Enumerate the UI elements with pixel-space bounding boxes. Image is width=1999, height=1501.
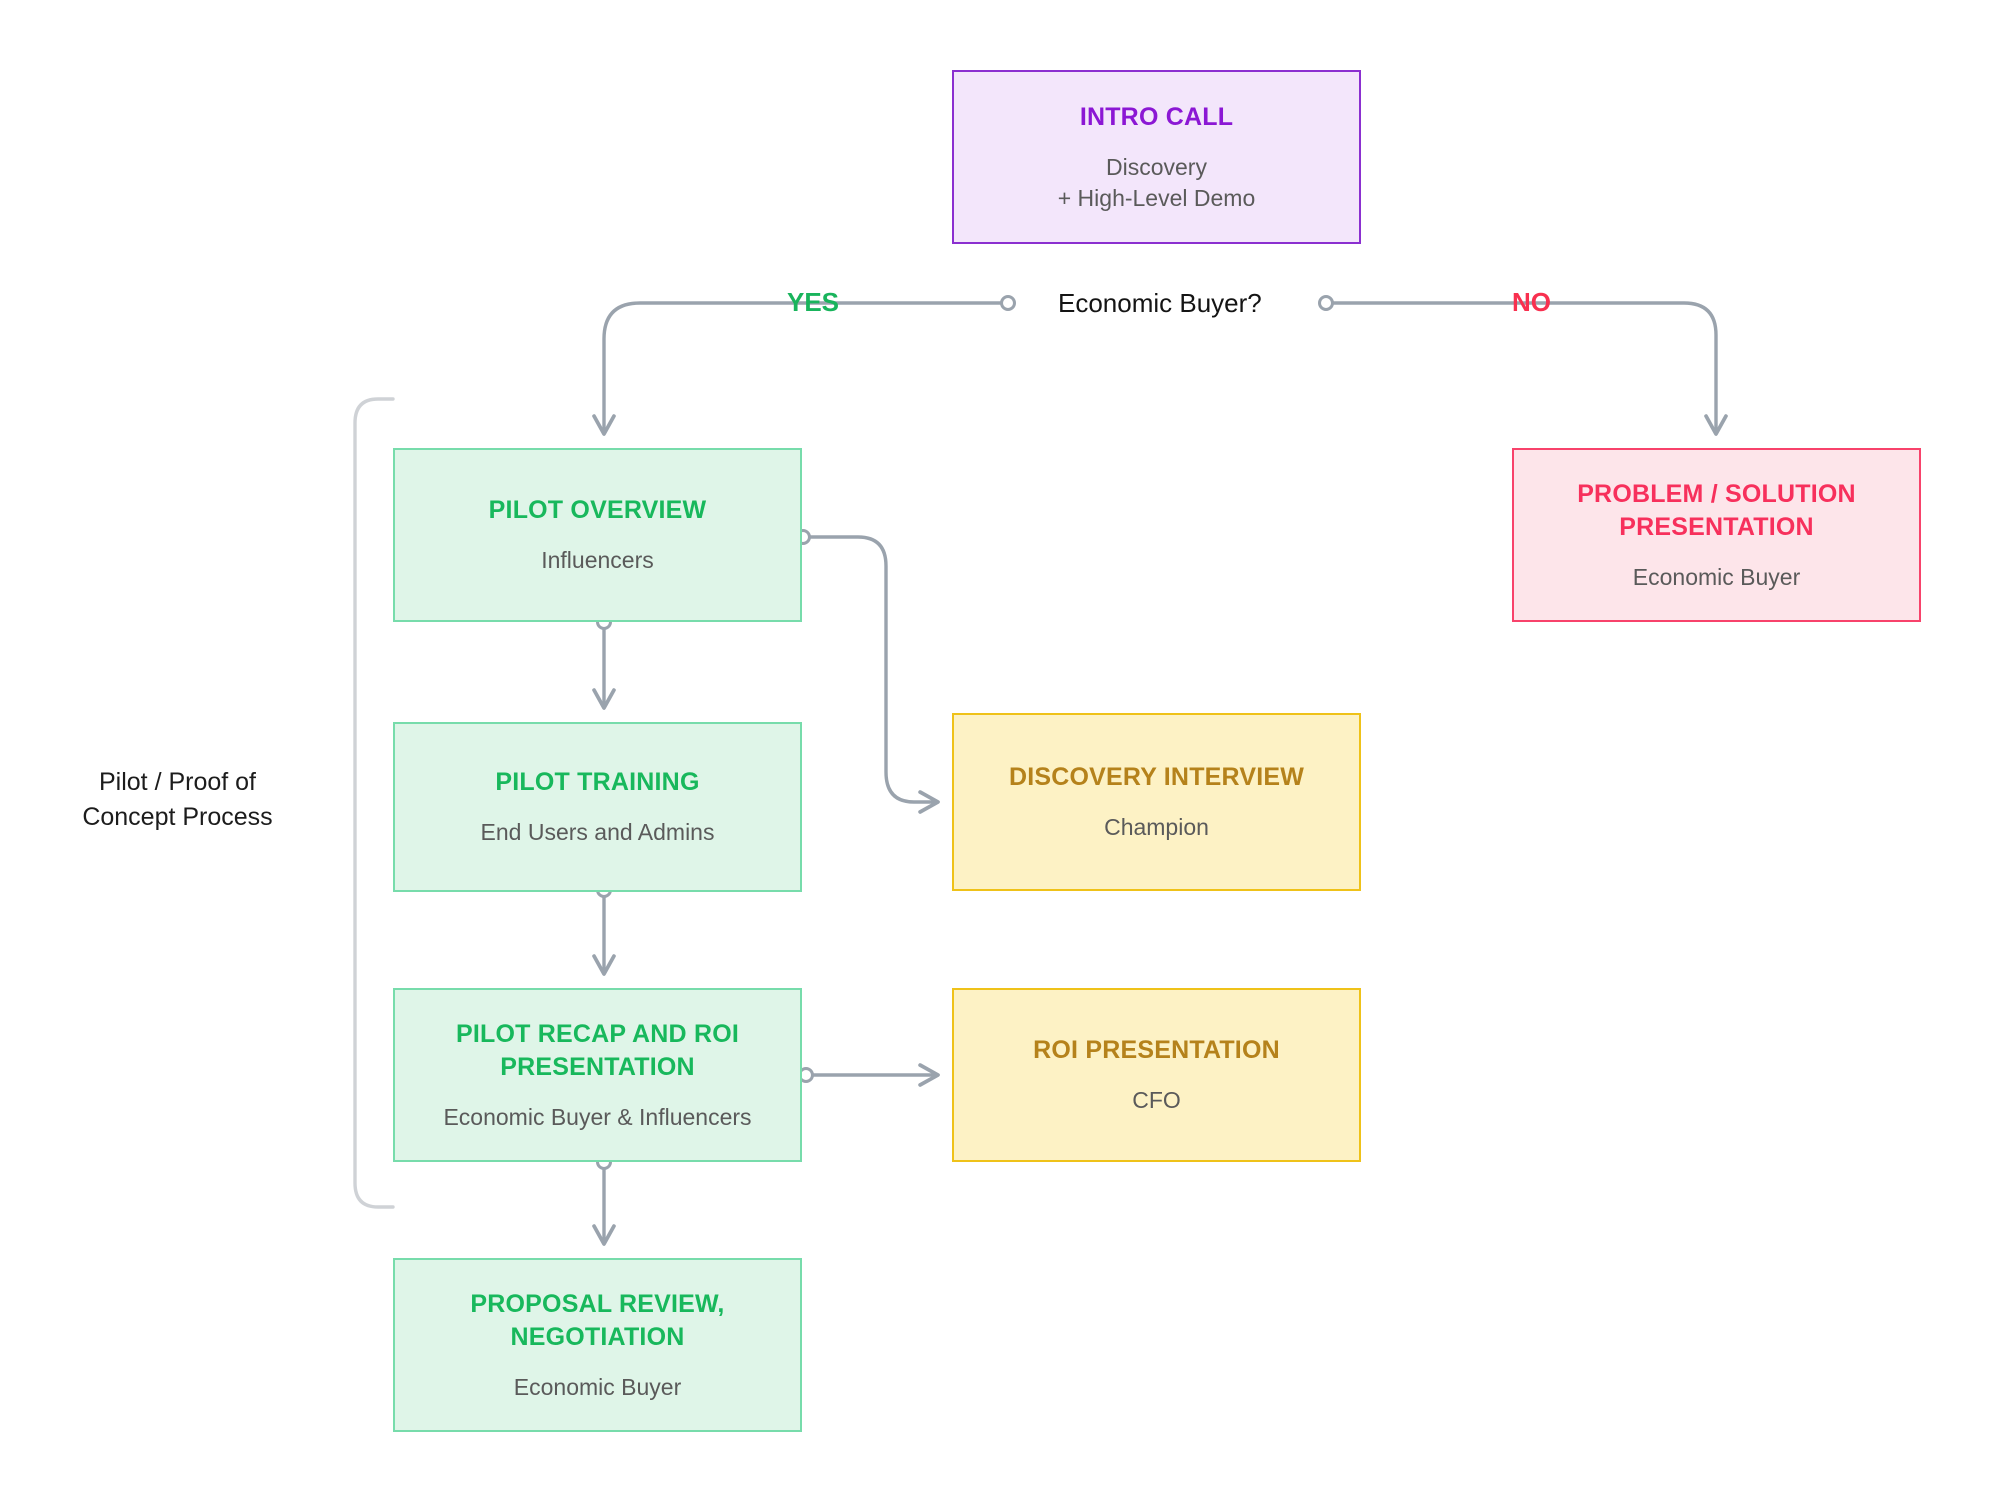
node-subtitle: Economic Buyer & Influencers (443, 1103, 752, 1130)
node-subtitle: Influencers (541, 547, 654, 573)
edge-label-yes: YES (787, 287, 840, 317)
node-subtitle: Economic Buyer (513, 1373, 682, 1400)
node-discovery-interview[interactable]: DISCOVERY INTERVIEW Champion (952, 713, 1361, 891)
decision-question-label: Economic Buyer? (1058, 288, 1262, 318)
node-title: ROI PRESENTATION (1033, 1036, 1280, 1064)
node-title: PILOT OVERVIEW (488, 496, 707, 524)
edge-yes-to-pilot-overview (592, 301, 1010, 436)
node-subtitle: Discovery + High-Level Demo (1057, 153, 1256, 211)
node-title: DISCOVERY INTERVIEW (1008, 763, 1305, 791)
node-title: PROBLEM / SOLUTION PRESENTATION (1577, 479, 1856, 541)
node-pilot-recap-roi[interactable]: PILOT RECAP AND ROI PRESENTATION Economi… (393, 988, 802, 1162)
no-port-dot (1318, 295, 1334, 311)
node-title: PILOT TRAINING (495, 768, 700, 796)
node-title: PILOT RECAP AND ROI PRESENTATION (456, 1019, 739, 1081)
node-pilot-training[interactable]: PILOT TRAINING End Users and Admins (393, 722, 802, 892)
edge-label-no: NO (1512, 287, 1551, 317)
node-subtitle: Champion (1104, 814, 1209, 840)
node-subtitle: CFO (1132, 1087, 1181, 1113)
pilot-process-label: Pilot / Proof of Concept Process (82, 768, 273, 831)
node-subtitle: Economic Buyer (1632, 563, 1801, 590)
node-problem-solution[interactable]: PROBLEM / SOLUTION PRESENTATION Economic… (1512, 448, 1921, 622)
node-pilot-overview[interactable]: PILOT OVERVIEW Influencers (393, 448, 802, 622)
node-title: PROPOSAL REVIEW, NEGOTIATION (470, 1289, 725, 1351)
node-title: INTRO CALL (1079, 102, 1234, 131)
node-intro-call[interactable]: INTRO CALL Discovery + High-Level Demo (952, 70, 1361, 244)
node-roi-presentation[interactable]: ROI PRESENTATION CFO (952, 988, 1361, 1162)
edge-overview-to-discovery (805, 535, 940, 814)
node-subtitle: End Users and Admins (480, 819, 715, 845)
node-proposal-review[interactable]: PROPOSAL REVIEW, NEGOTIATION Economic Bu… (393, 1258, 802, 1432)
edge-no-to-problem-solution (1324, 301, 1728, 436)
yes-port-dot (1000, 295, 1016, 311)
pilot-process-bracket (353, 397, 395, 1209)
